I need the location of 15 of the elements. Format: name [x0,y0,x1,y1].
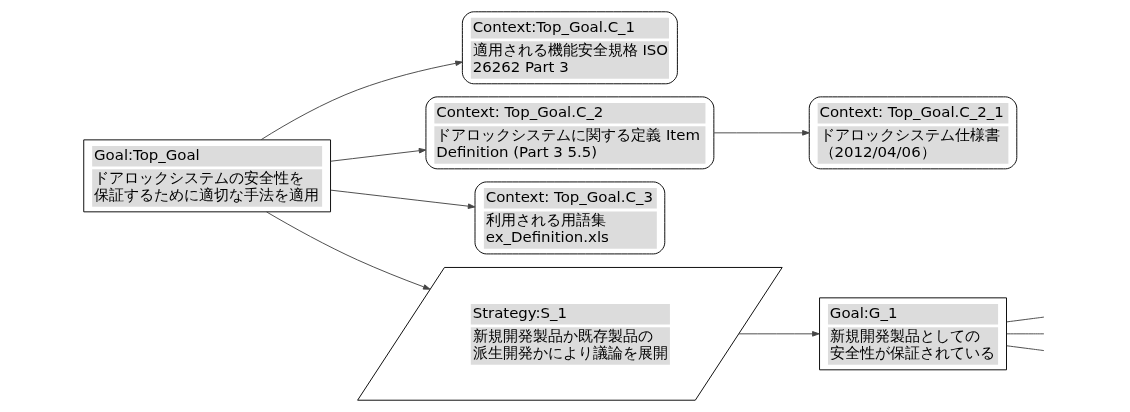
connector [1005,345,1044,352]
node-box: Context: Top_Goal.C_2_1 ドアロックシステム仕様書（2012/04/06） [808,96,1017,170]
arrow [738,331,820,337]
node-box: Context: Top_Goal.C_2 ドアロックシステムに関する定義 Item Definition (Part 3 5.5) [424,96,714,170]
arrow [260,60,463,141]
arrow [265,211,430,290]
node-box: Goal:G_1 新規開発製品としての安全性が保証されている [818,297,1007,371]
node-box: Context:Top_Goal.C_1 適用される機能安全規格 ISO 26262 Part 3 [461,11,678,85]
connector [1005,333,1044,335]
node-box: Context: Top_Goal.C_3 利用される用語集 ex_Definition.xls [474,181,665,255]
arrow [329,189,475,209]
node-box: Goal:Top_Goal ドアロックシステムの安全性を保証するために適切な手法を適用 [82,139,331,213]
connector [1005,316,1044,323]
arrow [713,130,810,136]
arrow [329,147,426,162]
